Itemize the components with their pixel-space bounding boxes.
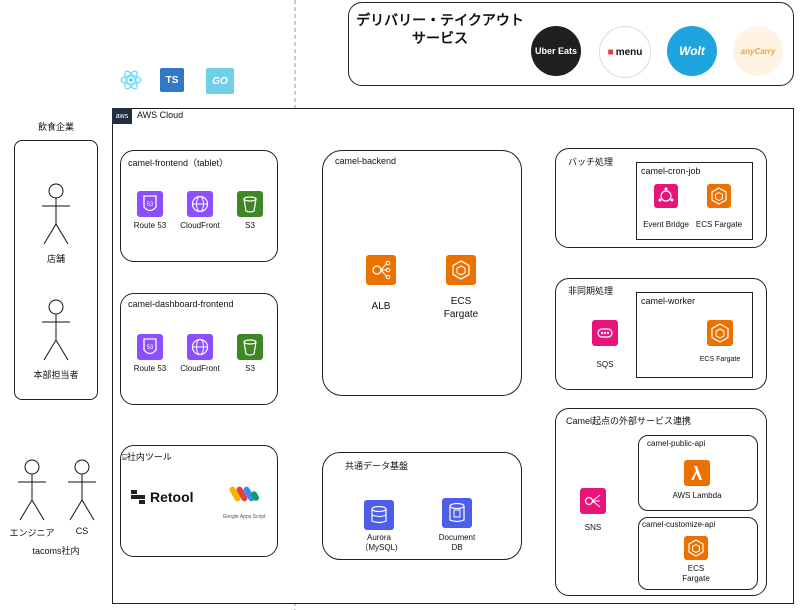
ecs-fargate-label: ECS Fargate: [695, 220, 743, 229]
route53-icon: 53: [137, 334, 163, 360]
documentdb-icon: [442, 498, 472, 528]
store-actor-label: 店舗: [46, 254, 66, 264]
batch-title: バッチ処理: [568, 157, 614, 167]
sqs-icon: [592, 320, 618, 346]
hq-actor-icon: [42, 299, 70, 361]
async-title: 非同期処理: [568, 286, 614, 296]
engineer-actor-icon: [18, 459, 46, 521]
eventbridge-label: Event Bridge: [643, 220, 689, 229]
delivery-title-line2: サービス: [412, 29, 468, 46]
internal-label: tacoms社内: [32, 546, 80, 556]
store-actor-icon: [42, 183, 70, 245]
customize-api-title: camel-customize-api: [642, 520, 716, 529]
retool-icon: [131, 490, 145, 504]
sns-label: SNS: [584, 523, 602, 532]
aurora-icon: [364, 500, 394, 530]
s3-icon: [237, 191, 263, 217]
sqs-label: SQS: [596, 360, 614, 369]
lambda-label: AWS Lambda: [672, 491, 722, 500]
svg-text:53: 53: [147, 202, 154, 208]
cloudfront-label: CloudFront: [180, 364, 220, 373]
route53-label: Route 53: [133, 221, 167, 230]
ecs-fargate-icon: [707, 320, 733, 346]
delivery-services-box: デリバリー・テイクアウト サービス Uber Eats ■menu Wolt a…: [348, 2, 794, 86]
aws-cloud-label: AWS Cloud: [137, 110, 184, 120]
ecs-fargate-icon: [684, 536, 708, 560]
s3-label: S3: [245, 221, 255, 230]
svg-text:53: 53: [147, 345, 154, 351]
lambda-icon: [684, 460, 710, 486]
external-services-title: Camel起点の外部サービス連携: [566, 416, 692, 426]
cloudfront-icon: [187, 191, 213, 217]
internal-tools-title: ⌸社内ツール: [122, 452, 172, 462]
shared-data-title: 共通データ基盤: [345, 461, 409, 471]
shared-data-box: [322, 452, 522, 560]
cs-actor-icon: [68, 459, 96, 521]
react-icon: [119, 68, 143, 92]
eventbridge-icon: [654, 184, 678, 208]
typescript-icon: TS: [160, 68, 184, 92]
s3-label: S3: [245, 364, 255, 373]
aws-logo-icon: aws: [112, 108, 132, 124]
tools-icon: ⌸: [122, 453, 127, 462]
retool-logo: Retool: [131, 489, 194, 505]
restaurant-box: [14, 140, 98, 400]
aurora-label: Aurora（MySQL): [360, 533, 398, 552]
go-icon: GO: [206, 68, 234, 94]
alb-icon: [366, 255, 396, 285]
ubereats-logo: Uber Eats: [531, 26, 581, 76]
public-api-title: camel-public-api: [647, 439, 706, 448]
dashboard-frontend-title: camel-dashboard-frontend: [128, 299, 234, 309]
cloudfront-icon: [187, 334, 213, 360]
hq-actor-label: 本部担当者: [33, 370, 79, 380]
engineer-actor-label: エンジニア: [9, 528, 55, 538]
route53-label: Route 53: [133, 364, 167, 373]
ecs-fargate-icon: [446, 255, 476, 285]
alb-label: ALB: [371, 301, 391, 312]
anycarry-logo: anyCarry: [733, 26, 783, 76]
restaurant-label: 飲食企業: [38, 122, 75, 132]
delivery-title-line1: デリバリー・テイクアウト: [356, 12, 524, 28]
wolt-logo: Wolt: [667, 26, 717, 76]
apps-script-label: Google Apps Script: [222, 514, 266, 520]
worker-title: camel-worker: [641, 296, 696, 306]
s3-icon: [237, 334, 263, 360]
apps-script-icon: [229, 486, 259, 502]
menu-logo: ■menu: [599, 26, 651, 78]
frontend-tablet-title: camel-frontend（tablet）: [128, 158, 229, 168]
backend-box: [322, 150, 522, 396]
cs-actor-label: CS: [75, 526, 89, 536]
worker-box: [636, 292, 753, 378]
cron-job-title: camel-cron-job: [641, 166, 701, 176]
ecs-fargate-icon: [707, 184, 731, 208]
cloudfront-label: CloudFront: [180, 221, 220, 230]
sns-icon: [580, 488, 606, 514]
backend-title: camel-backend: [335, 156, 397, 166]
google-apps-script-logo: Google Apps Script: [218, 483, 270, 521]
worker-ecs-label: ECS Fargate: [699, 356, 741, 363]
route53-icon: 53: [137, 191, 163, 217]
